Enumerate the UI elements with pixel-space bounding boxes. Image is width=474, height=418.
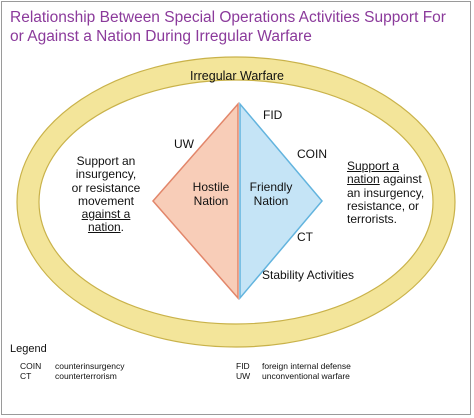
left-text-line-6: nation. bbox=[60, 221, 152, 234]
legend-def-coin: counterinsurgency bbox=[55, 361, 125, 371]
title-line-2: or Against a Nation During Irregular War… bbox=[10, 28, 312, 45]
hostile-label-line-1: Hostile bbox=[192, 180, 230, 194]
coin-label: COIN bbox=[297, 147, 327, 161]
legend-abbr-ct: CT bbox=[20, 371, 32, 381]
right-text-line-4: resistance, or bbox=[347, 198, 420, 213]
figure-title: Relationship Between Special Operations … bbox=[10, 8, 466, 46]
right-text-line-3: an insurgency, bbox=[347, 185, 425, 200]
friendly-label-line-1: Friendly bbox=[249, 180, 293, 194]
legend-def-uw: unconventional warfare bbox=[262, 371, 350, 381]
fid-label: FID bbox=[263, 108, 283, 122]
uw-label: UW bbox=[174, 137, 194, 151]
legend-title: Legend bbox=[10, 343, 47, 355]
left-text-line-3: or resistance bbox=[71, 180, 141, 195]
left-text-line-5: against a bbox=[81, 207, 131, 222]
right-text-line-5: terrorists. bbox=[347, 212, 398, 227]
friendly-nation-label: Friendly Nation bbox=[242, 180, 300, 208]
ring-label: Irregular Warfare bbox=[190, 69, 285, 83]
hostile-label-line-2: Nation bbox=[193, 194, 229, 208]
friendly-label-line-2: Nation bbox=[253, 194, 289, 208]
right-text-line-1: Support a bbox=[347, 159, 400, 173]
legend-abbr-fid: FID bbox=[236, 361, 250, 371]
right-support-text: Support a nation against an insurgency, … bbox=[347, 159, 425, 227]
legend-abbr-uw: UW bbox=[236, 371, 251, 381]
legend-def-fid: foreign internal defense bbox=[262, 361, 351, 371]
left-support-text: Support an insurgency, or resistance mov… bbox=[60, 154, 152, 235]
legend-abbr-coin: COIN bbox=[20, 361, 42, 371]
left-text-line-1: Support an bbox=[76, 154, 136, 168]
title-line-1: Relationship Between Special Operations … bbox=[10, 9, 446, 26]
legend-def-ct: counterterrorism bbox=[55, 371, 117, 381]
friendly-nation-triangle bbox=[239, 101, 323, 301]
ct-label: CT bbox=[297, 230, 313, 244]
right-text-nation: nation bbox=[347, 172, 380, 187]
hostile-nation-triangle bbox=[152, 102, 239, 300]
stability-activities-label: Stability Activities bbox=[262, 268, 355, 282]
left-text-period: . bbox=[120, 220, 125, 235]
left-text-line-2: insurgency, bbox=[75, 167, 137, 182]
left-text-line-4: movement bbox=[77, 193, 135, 208]
hostile-nation-label: Hostile Nation bbox=[186, 180, 236, 208]
right-text-line-2: nation against bbox=[347, 173, 424, 186]
left-text-nation: nation bbox=[87, 220, 121, 235]
right-text-against: against bbox=[379, 172, 422, 187]
